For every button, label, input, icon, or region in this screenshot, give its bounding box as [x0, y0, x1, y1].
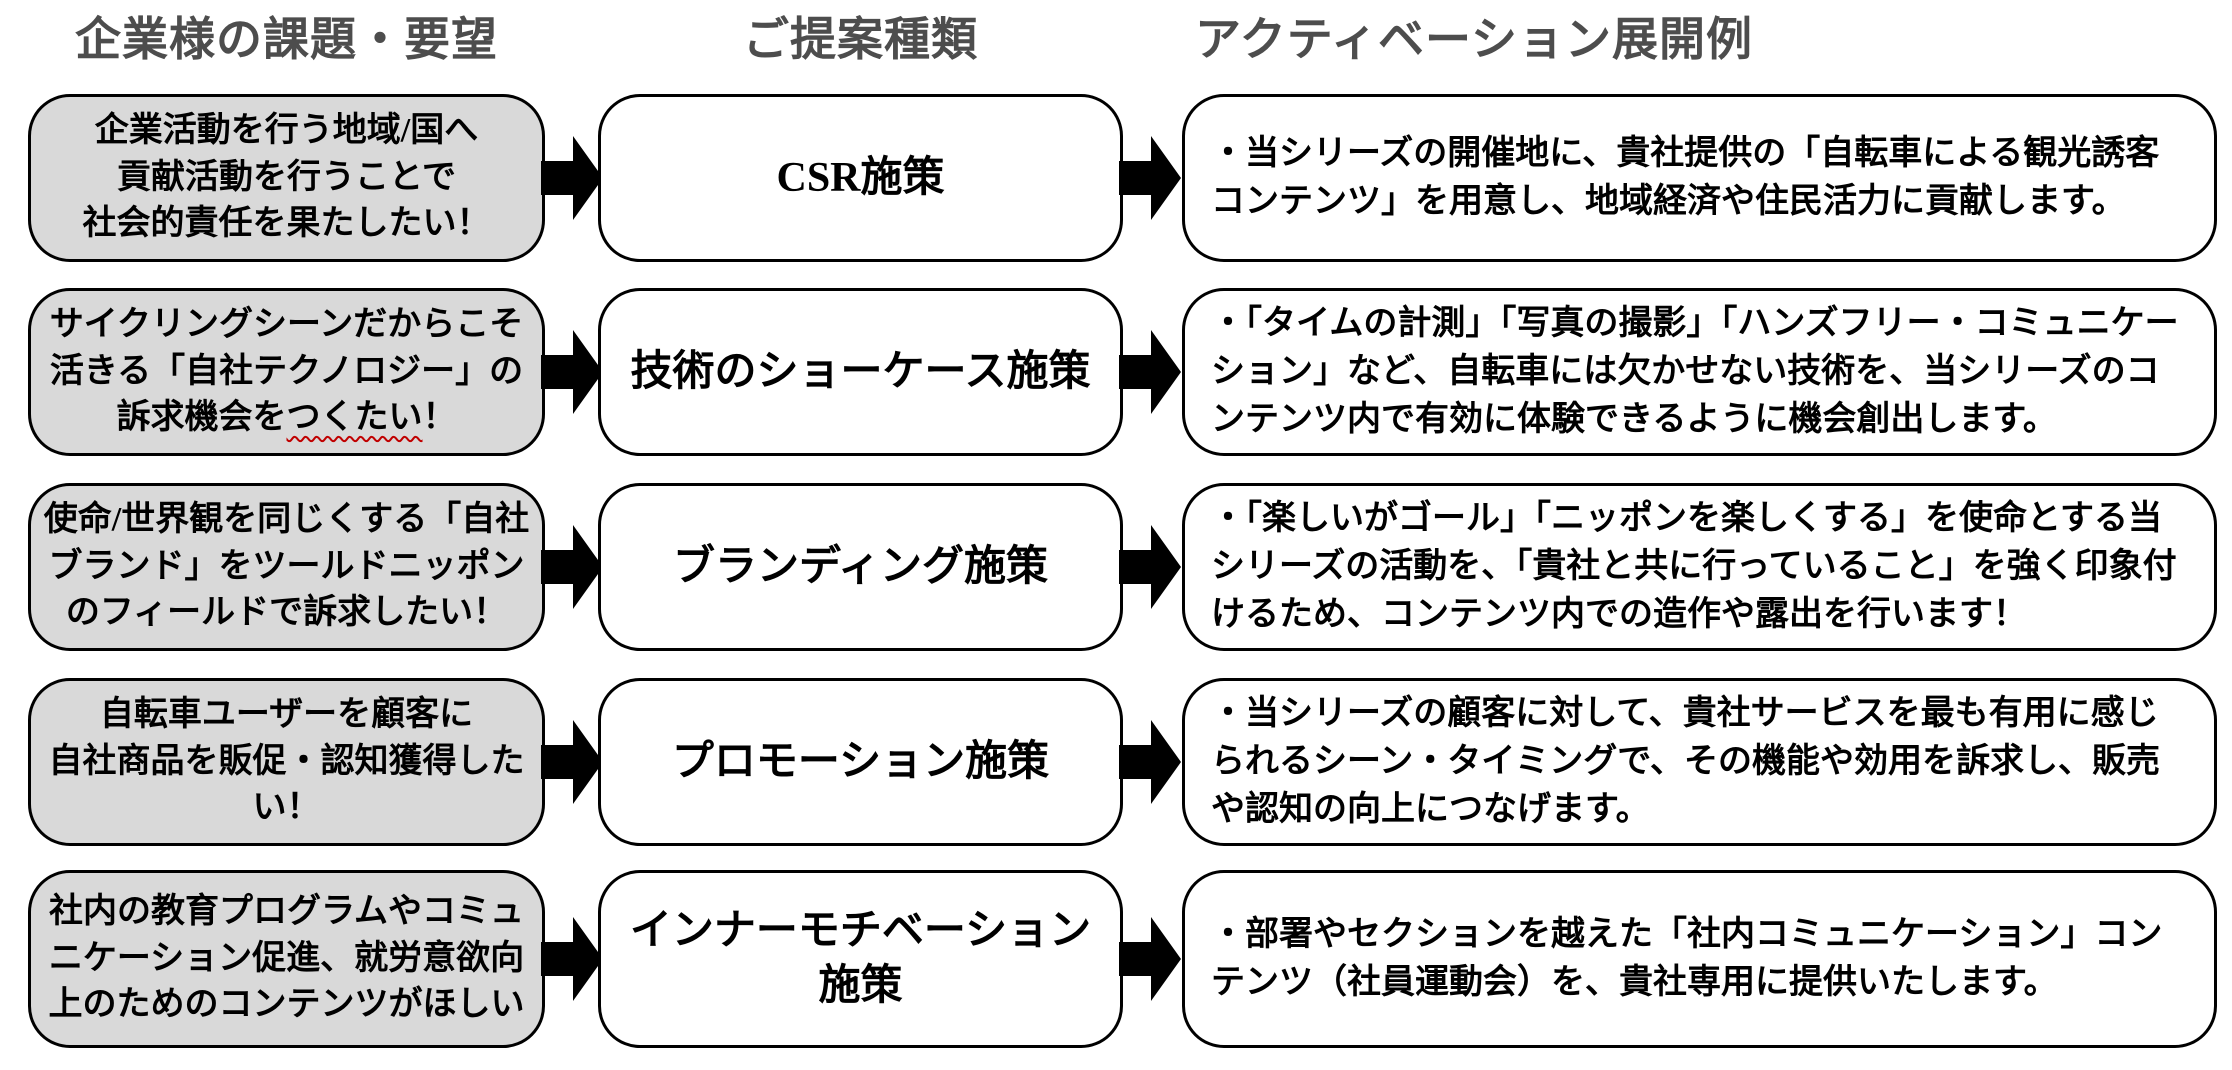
- activation-box: ・「楽しいがゴール」「ニッポンを楽しくする」を使命とする当シリーズの活動を、「貴…: [1182, 483, 2217, 651]
- issue-box: 企業活動を行う地域/国へ 貢献活動を行うことで 社会的責任を果たしたい！: [28, 94, 545, 262]
- arrow-right-icon: [1119, 327, 1181, 417]
- issue-text-pre: サイクリングシーンだからこそ 活きる「自社テクノロジー」の 訴求機会を: [49, 305, 524, 437]
- proposal-box: プロモーション施策: [598, 678, 1123, 846]
- activation-text: ・「タイムの計測」「写真の撮影」「ハンズフリー・コミュニケーション」など、自転車…: [1211, 304, 2179, 439]
- issue-text: 企業活動を行う地域/国へ 貢献活動を行うことで 社会的責任を果たしたい！: [82, 111, 491, 243]
- proposal-box: ブランディング施策: [598, 483, 1123, 651]
- column-header-proposals: ご提案種類: [743, 14, 978, 65]
- activation-text: ・当シリーズの顧客に対して、貴社サービスを最も有用に感じられるシーン・タイミング…: [1211, 694, 2160, 829]
- arrow-right-icon: [541, 717, 603, 807]
- arrow-right-icon: [1119, 914, 1181, 1004]
- activation-box: ・部署やセクションを越えた「社内コミュニケーション」コンテンツ（社員運動会）を、…: [1182, 870, 2217, 1048]
- issue-text: 自転車ユーザーを顧客に 自社商品を販促・認知獲得したい！: [48, 695, 525, 827]
- activation-text: ・「楽しいがゴール」「ニッポンを楽しくする」を使命とする当シリーズの活動を、「貴…: [1211, 499, 2177, 634]
- arrow-right-icon: [541, 914, 603, 1004]
- issue-box: 自転車ユーザーを顧客に 自社商品を販促・認知獲得したい！: [28, 678, 545, 846]
- activation-text: ・当シリーズの開催地に、貴社提供の「自転車による観光誘客コンテンツ」を用意し、地…: [1211, 134, 2160, 220]
- issue-text-spellcheck: つくたい: [286, 399, 423, 437]
- arrow-right-icon: [1119, 522, 1181, 612]
- issue-text: 社内の教育プログラムやコミュニケーション促進、就労意欲向上のためのコンテンツがほ…: [48, 892, 525, 1024]
- activation-text: ・部署やセクションを越えた「社内コミュニケーション」コンテンツ（社員運動会）を、…: [1211, 915, 2163, 1001]
- proposal-text: プロモーション施策: [671, 738, 1050, 785]
- proposal-box: 技術のショーケース施策: [598, 288, 1123, 456]
- issue-box: 社内の教育プログラムやコミュニケーション促進、就労意欲向上のためのコンテンツがほ…: [28, 870, 545, 1048]
- issue-text-post: ！: [422, 399, 457, 437]
- proposal-box: CSR施策: [598, 94, 1123, 262]
- issue-text: 使命/世界観を同じくする「自社ブランド」をツールドニッポンのフィールドで訴求した…: [43, 500, 530, 632]
- arrow-right-icon: [1119, 717, 1181, 807]
- column-header-issues: 企業様の課題・要望: [75, 14, 498, 65]
- arrow-right-icon: [1119, 133, 1181, 223]
- proposal-text: インナーモチベーション 施策: [629, 908, 1092, 1009]
- column-header-activations: アクティベーション展開例: [1195, 14, 1754, 65]
- issue-box: サイクリングシーンだからこそ 活きる「自社テクノロジー」の 訴求機会をつくたい！: [28, 288, 545, 456]
- arrow-right-icon: [541, 133, 603, 223]
- proposal-text: 技術のショーケース施策: [630, 348, 1091, 395]
- proposal-box: インナーモチベーション 施策: [598, 870, 1123, 1048]
- proposal-text: CSR施策: [776, 154, 945, 201]
- issue-text: サイクリングシーンだからこそ 活きる「自社テクノロジー」の 訴求機会をつくたい！: [50, 302, 524, 443]
- proposal-text: ブランディング施策: [672, 543, 1049, 590]
- activation-box: ・「タイムの計測」「写真の撮影」「ハンズフリー・コミュニケーション」など、自転車…: [1182, 288, 2217, 456]
- issue-box: 使命/世界観を同じくする「自社ブランド」をツールドニッポンのフィールドで訴求した…: [28, 483, 545, 651]
- arrow-right-icon: [541, 522, 603, 612]
- activation-box: ・当シリーズの顧客に対して、貴社サービスを最も有用に感じられるシーン・タイミング…: [1182, 678, 2217, 846]
- activation-box: ・当シリーズの開催地に、貴社提供の「自転車による観光誘客コンテンツ」を用意し、地…: [1182, 94, 2217, 262]
- arrow-right-icon: [541, 327, 603, 417]
